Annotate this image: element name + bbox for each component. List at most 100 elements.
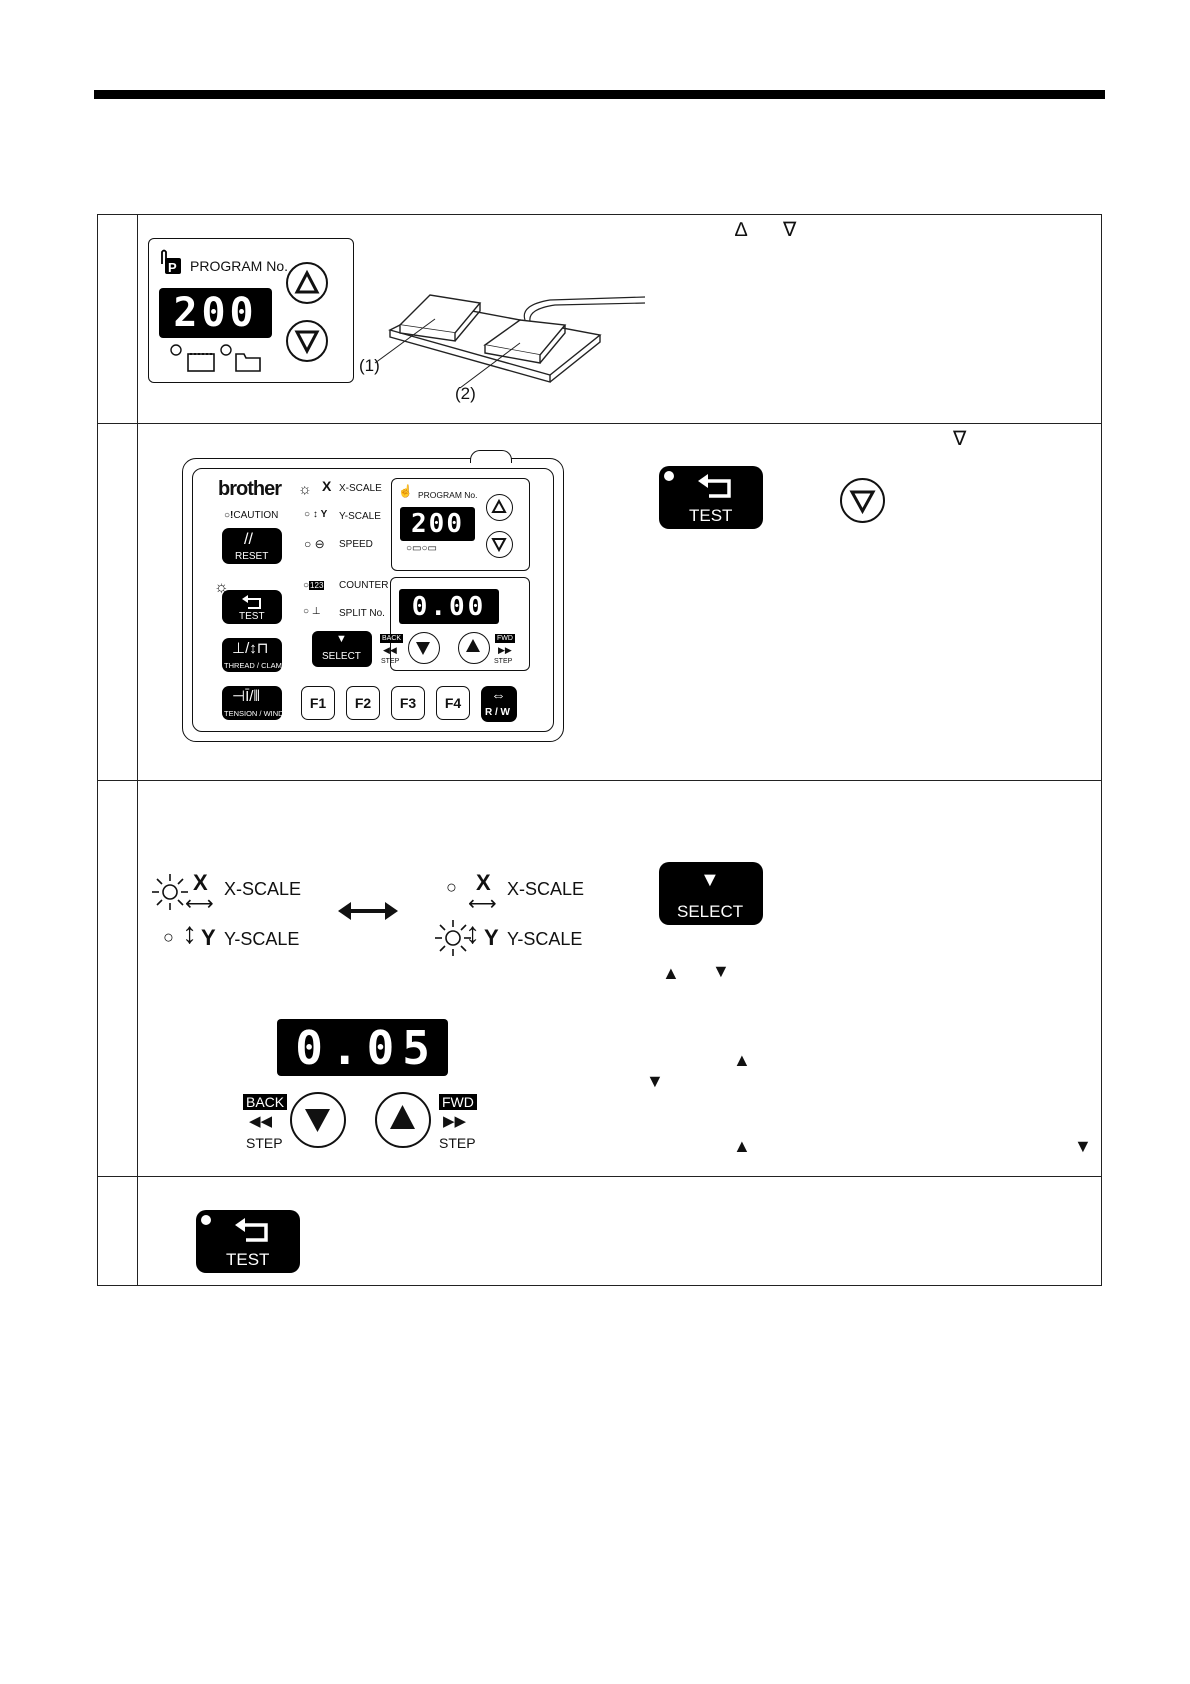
fwd-step-label: STEP <box>439 1135 476 1151</box>
f2-button[interactable]: F2 <box>346 686 380 720</box>
x-scale-blink-icon <box>152 874 188 910</box>
tension-wind-button[interactable]: ⊣Ī/⦀ TENSION / WIND <box>222 686 284 720</box>
panel-value-box <box>390 577 530 671</box>
up-triangle-icon <box>491 498 507 513</box>
panel-program-down-button[interactable] <box>486 531 513 558</box>
select-button[interactable]: ▼ SELECT <box>659 862 763 925</box>
panel-value-display: 0.00 <box>399 589 499 624</box>
y-scale-blink-icon <box>435 920 471 956</box>
fwd-step-button[interactable] <box>375 1092 431 1148</box>
fastforward-icon: ▶▶ <box>443 1113 467 1130</box>
row-divider-3 <box>97 1176 1102 1178</box>
step-column-divider <box>137 214 139 1286</box>
panel-rewind-icon: ◀◀ <box>383 645 397 655</box>
x-arrow-2-icon: ⟷ <box>468 893 497 915</box>
rw-arrow-icon: ⇔ <box>491 687 506 704</box>
caution-indicator: ○!CAUTION <box>224 510 279 521</box>
down-solid-symbol-3: ▼ <box>1074 1136 1092 1156</box>
back-step-button[interactable] <box>290 1092 346 1148</box>
operation-panel <box>182 458 564 742</box>
down-triangle-symbol: ∇ <box>783 219 797 241</box>
select-down-icon: ▼ <box>336 633 347 645</box>
down-solid-triangle-icon <box>305 1109 330 1132</box>
value-display: 0.05 <box>277 1019 448 1076</box>
split-no-label: SPLIT No. <box>339 608 385 619</box>
panel-test-button[interactable]: TEST <box>222 590 282 624</box>
x-scale-label: X-SCALE <box>339 483 382 494</box>
test-button-final[interactable]: TEST <box>196 1210 300 1273</box>
thread-clamp-icon: ⊥/↕⊓ <box>232 640 269 657</box>
split-indicator: ○ ⊥ <box>303 606 321 617</box>
panel-fwd-step-button[interactable] <box>458 632 490 664</box>
x-scale-blink-icon: ☼ <box>298 481 312 498</box>
down-button[interactable] <box>840 478 885 523</box>
panel-back-badge: BACK <box>380 634 404 643</box>
y-arrow-2-icon: ↕ <box>465 917 480 950</box>
up-solid-triangle-icon <box>466 639 480 652</box>
test-button-final-label: TEST <box>226 1250 270 1269</box>
reset-button[interactable]: // RESET <box>222 528 282 564</box>
panel-sewing-area-icons: ○▭○▭ <box>406 543 437 554</box>
back-step-label: STEP <box>246 1135 283 1151</box>
x-scale-label-1: X-SCALE <box>224 879 302 899</box>
panel-back-step-label: STEP <box>381 658 400 665</box>
down-solid-symbol-1: ▼ <box>712 961 730 981</box>
down-solid-triangle-icon <box>416 642 430 655</box>
rw-button[interactable]: ⇔ R / W <box>481 686 517 722</box>
down-solid-symbol-2: ▼ <box>646 1071 664 1091</box>
f4-button[interactable]: F4 <box>436 686 470 720</box>
test-button[interactable]: TEST <box>659 466 763 529</box>
indicator-group: ☼ X X-SCALE ○ ↕ Y Y-SCALE ○ ⊖ SPEED <box>294 478 390 578</box>
panel-program-up-button[interactable] <box>486 494 513 521</box>
y-scale-indicator: ○ ↕ Y <box>304 509 328 520</box>
row-divider-2 <box>97 780 1102 782</box>
up-solid-symbol-1: ▲ <box>662 963 680 983</box>
down-triangle-icon <box>849 490 876 515</box>
program-up-button[interactable] <box>286 262 328 304</box>
panel-program-display-value: 200 <box>411 509 464 539</box>
down-triangle-icon <box>491 538 507 553</box>
panel-tab <box>470 450 512 463</box>
y-scale-label-1: Y-SCALE <box>224 929 300 949</box>
toggle-double-arrow-icon <box>338 902 398 920</box>
operation-panel-inner <box>192 468 554 732</box>
panel-select-button[interactable]: ▼ SELECT <box>312 631 372 667</box>
return-icon <box>698 474 731 498</box>
x-letter-1: X <box>193 870 208 895</box>
panel-select-label: SELECT <box>322 651 361 662</box>
y-letter-2: Y <box>484 925 499 950</box>
select-button-label: SELECT <box>677 902 744 921</box>
panel-test-label: TEST <box>239 611 265 622</box>
panel-back-step-button[interactable] <box>408 632 440 664</box>
thread-clamp-button[interactable]: ⊥/↕⊓ THREAD / CLAMP <box>222 638 287 672</box>
sewing-area-icons <box>170 344 261 372</box>
x-arrow-1-icon: ⟷ <box>185 893 214 915</box>
row-divider-1 <box>97 423 1102 425</box>
test-led-icon <box>201 1215 211 1225</box>
caution-label: CAUTION <box>233 510 279 521</box>
panel-fwd-badge: FWD <box>495 634 515 643</box>
program-label: PROGRAM No. <box>190 258 289 274</box>
up-solid-triangle-icon <box>390 1105 415 1129</box>
reset-icon: // <box>244 531 253 548</box>
counter-icon: 123 <box>309 581 325 590</box>
counter-label: COUNTER <box>339 580 389 591</box>
program-down-button[interactable] <box>286 320 328 362</box>
thread-clamp-label: THREAD / CLAMP <box>224 661 287 670</box>
f1-button[interactable]: F1 <box>301 686 335 720</box>
y-led-off-1-icon: ○ <box>163 927 174 947</box>
return-icon <box>235 1218 268 1242</box>
program-display: 200 <box>159 288 272 338</box>
x-letter-2: X <box>476 870 491 895</box>
speed-indicator: ○ ⊖ <box>304 537 325 551</box>
return-icon <box>242 595 261 609</box>
procedure-table <box>97 214 1102 1286</box>
foot-pedal-illustration <box>374 294 645 389</box>
svg-text:P: P <box>168 260 177 275</box>
up-solid-symbol-3: ▲ <box>733 1136 751 1156</box>
f3-button[interactable]: F3 <box>391 686 425 720</box>
speed-label: SPEED <box>339 539 373 550</box>
callout-2: (2) <box>455 384 476 403</box>
up-triangle-icon <box>294 269 320 294</box>
test-button-label: TEST <box>689 506 733 525</box>
